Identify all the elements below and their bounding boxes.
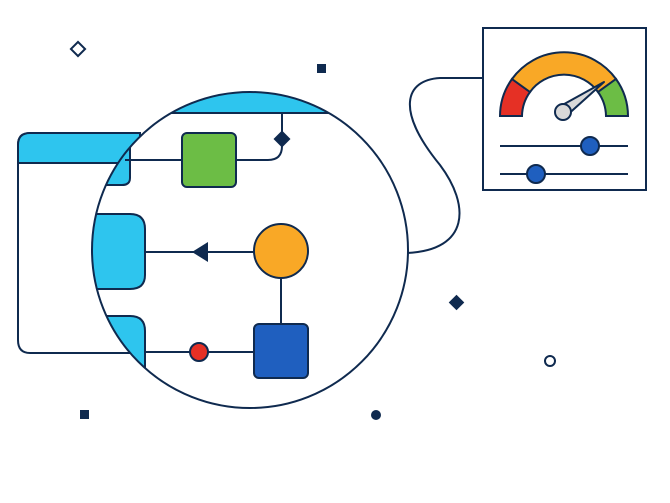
- arrow-left-icon: [192, 242, 208, 262]
- decor-dot: [371, 410, 381, 420]
- process-node-orange: [253, 223, 309, 279]
- process-node-green: [181, 132, 237, 188]
- decor-square-small: [80, 410, 89, 419]
- decor-ring: [544, 355, 556, 367]
- slider-controls-icon: [500, 136, 628, 184]
- slider-knob-1: [580, 136, 600, 156]
- browser-window: [17, 132, 141, 354]
- process-node-blue: [253, 323, 309, 379]
- decor-square: [317, 64, 326, 73]
- decor-diamond-filled: [448, 294, 465, 311]
- lens-connector-line: [406, 77, 483, 254]
- decision-diamond-icon: [273, 130, 291, 148]
- decor-diamond-outline: [69, 40, 87, 58]
- slider-knob-2: [526, 164, 546, 184]
- input-tab-middle: [92, 213, 146, 290]
- input-tab-bottom: [92, 315, 146, 408]
- magnifying-lens: [91, 91, 409, 409]
- signal-dot-red: [189, 342, 209, 362]
- gauge-card: [482, 27, 647, 191]
- speedometer-icon: [498, 51, 630, 121]
